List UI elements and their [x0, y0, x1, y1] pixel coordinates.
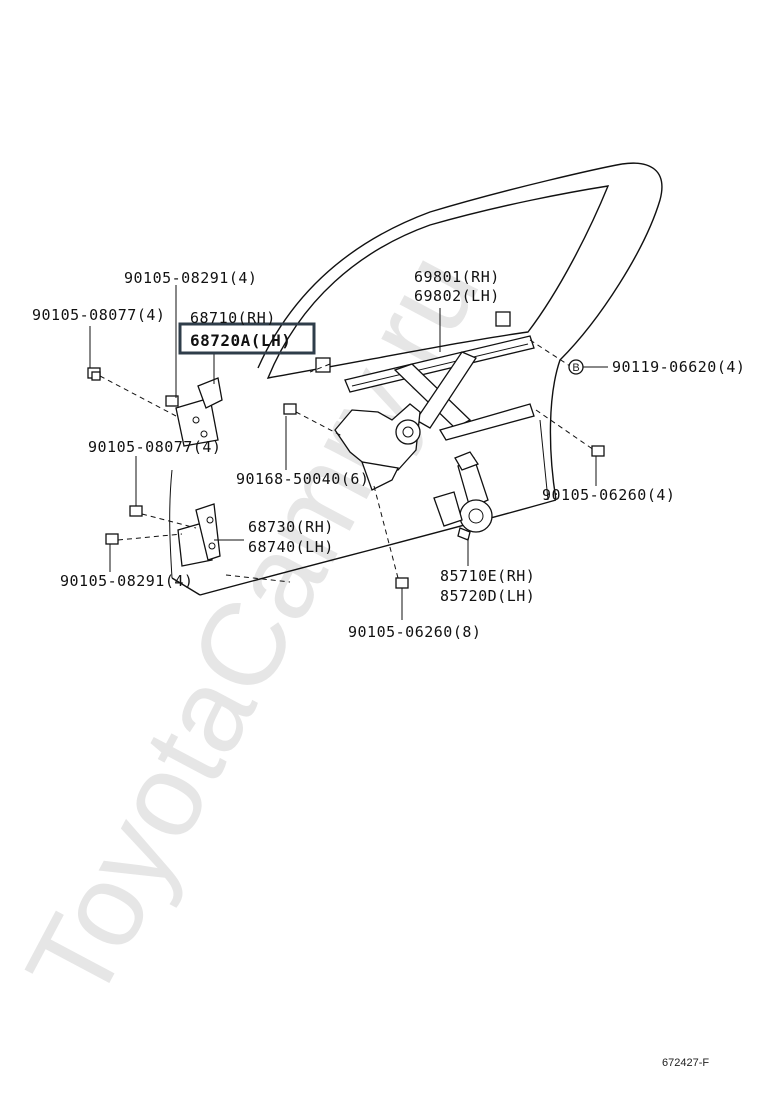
- label-bolt-bottom: 90105-06260(8): [348, 623, 481, 641]
- regulator-motor: [433, 451, 493, 541]
- label-bolt-b: 90119-06620(4): [612, 358, 745, 376]
- window-regulator: [315, 311, 535, 491]
- callout-b-letter: B: [572, 362, 579, 374]
- bolt-icon: [591, 445, 605, 457]
- door-outline: [169, 162, 663, 596]
- callout-b: B: [568, 359, 584, 375]
- bolt-icon: [105, 533, 119, 545]
- bolt-icon: [283, 403, 297, 415]
- bolts: [87, 367, 605, 589]
- label-motor-lh: 85720D(LH): [440, 587, 535, 605]
- label-bolt-right: 90105-06260(4): [542, 486, 675, 504]
- bolt-icon: [165, 395, 179, 407]
- highlight-box: [178, 322, 316, 355]
- label-regulator-rh: 69801(RH): [414, 268, 500, 286]
- label-hinge-lower-rh: 68730(RH): [248, 518, 334, 536]
- label-bolt-top-hinge: 90105-08291(4): [124, 269, 257, 287]
- bolt-icon: [87, 367, 101, 381]
- door-glass: [257, 163, 623, 379]
- lower-hinge: [177, 503, 221, 567]
- assembly-lines: [99, 339, 595, 583]
- bolt-icon: [129, 505, 143, 517]
- bolt-icon: [395, 577, 409, 589]
- label-bolt-mid-left: 90105-08077(4): [88, 438, 221, 456]
- label-motor-rh: 85710E(RH): [440, 567, 535, 585]
- label-bolt-lower-left: 90105-08291(4): [60, 572, 193, 590]
- label-hinge-upper-rh: 68710(RH): [190, 309, 276, 327]
- label-regulator-lh: 69802(LH): [414, 287, 500, 305]
- drawing-code: 672427-F: [662, 1057, 709, 1069]
- label-hinge-upper-lh: 68720A(LH): [190, 331, 291, 350]
- label-screw-regulator: 90168-50040(6): [236, 470, 369, 488]
- leader-lines: [89, 285, 608, 620]
- label-hinge-lower-lh: 68740(LH): [248, 538, 334, 556]
- label-bolt-upper-left: 90105-08077(4): [32, 306, 165, 324]
- upper-hinge: [175, 377, 223, 447]
